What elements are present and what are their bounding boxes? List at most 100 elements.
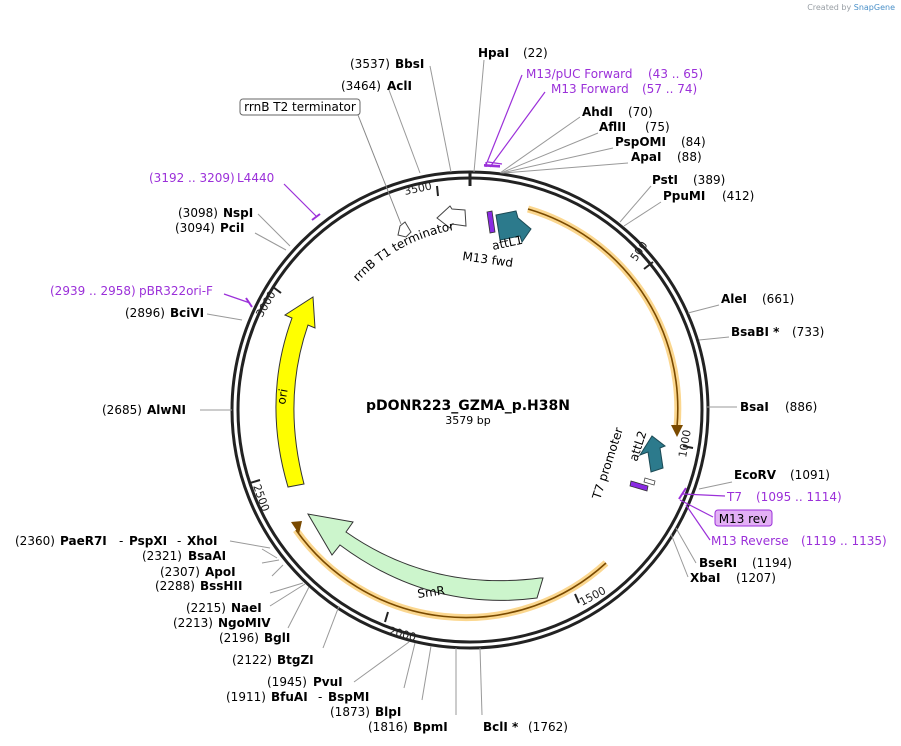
primer-t7-name[interactable]: T7 <box>726 490 742 504</box>
t7-marker <box>643 477 656 486</box>
t7-promoter-label: T7 promoter <box>589 426 626 502</box>
attl2-feature <box>638 435 667 473</box>
tick-label-2000: 2000 <box>387 624 417 644</box>
site-ahdi-pos: (70) <box>628 105 653 119</box>
site-bcivi-name[interactable]: BciVI <box>170 306 204 320</box>
site-paer7i-pos: (2360) <box>15 534 55 548</box>
site-acli-name[interactable]: AclI <box>387 79 412 93</box>
m13-rev-label: M13 rev <box>719 512 768 526</box>
site-dash-2: - <box>119 534 123 548</box>
site-bcli-pos: (1762) <box>528 720 568 734</box>
site-bsabi-name[interactable]: BsaBI * <box>731 325 780 339</box>
scale-ticks <box>249 185 694 623</box>
site-ahdi-name[interactable]: AhdI <box>582 105 613 119</box>
rrnb-t2-box <box>239 98 361 116</box>
site-bpmi-pos: (1816) <box>368 720 408 734</box>
site-apoi-name[interactable]: ApoI <box>205 565 236 579</box>
site-bsaai-name[interactable]: BsaAI <box>188 549 226 563</box>
site-naei-name[interactable]: NaeI <box>231 601 262 615</box>
m13-fwd-label: M13 fwd <box>462 249 514 270</box>
site-bgli-pos: (2196) <box>219 631 259 645</box>
primer-m13puc-range: (43 .. 65) <box>648 67 703 81</box>
site-nspi-pos: (3098) <box>178 206 218 220</box>
site-ecorv-name[interactable]: EcoRV <box>734 468 777 482</box>
tick-label-3500: 3500 <box>403 179 433 198</box>
site-btgzi-name[interactable]: BtgZI <box>277 653 314 667</box>
site-bgli-name[interactable]: BglI <box>264 631 290 645</box>
primer-pbr322-range: (2939 .. 2958) <box>50 284 136 298</box>
primer-m13rev-range: (1119 .. 1135) <box>801 534 887 548</box>
orf-arc-top-arrowhead <box>671 425 683 437</box>
plasmid-length: 3579 bp <box>445 414 490 427</box>
site-ngomiv-name[interactable]: NgoMIV <box>218 616 271 630</box>
attl1-label: attL1 <box>491 233 524 253</box>
plasmid-name: pDONR223_GZMA_p.H38N <box>366 398 570 414</box>
ori-feature <box>275 296 316 488</box>
site-pcii-name[interactable]: PciI <box>220 221 245 235</box>
site-dash-1: - <box>318 690 322 704</box>
site-blpi-name[interactable]: BlpI <box>375 705 401 719</box>
smr-feature <box>307 513 544 601</box>
primer-m13rev-name[interactable]: M13 Reverse <box>711 534 789 548</box>
rrnb-t2-label: rrnB T2 terminator <box>244 100 356 114</box>
m13-rev-box[interactable] <box>714 509 773 527</box>
site-apai-name[interactable]: ApaI <box>631 150 661 164</box>
tick-label-1000: 1000 <box>676 429 694 459</box>
site-psti-name[interactable]: PstI <box>652 173 678 187</box>
site-bpmi-name[interactable]: BpmI <box>413 720 448 734</box>
site-pvui-name[interactable]: PvuI <box>313 675 343 689</box>
site-naei-pos: (2215) <box>186 601 226 615</box>
m13-fwd-feature <box>486 210 496 234</box>
credit-brand: SnapGene <box>853 3 895 12</box>
site-bseri-name[interactable]: BseRI <box>699 556 737 570</box>
snapgene-credit: Created by SnapGene <box>807 3 895 12</box>
primer-l4440-range: (3192 .. 3209) <box>149 171 235 185</box>
site-xbai-pos: (1207) <box>736 571 776 585</box>
primer-m13puc-name[interactable]: M13/pUC Forward <box>526 67 633 81</box>
site-bsai-pos: (886) <box>785 400 817 414</box>
site-hpai-name[interactable]: HpaI <box>478 46 509 60</box>
site-nspi-name[interactable]: NspI <box>223 206 253 220</box>
site-pcii-pos: (3094) <box>175 221 215 235</box>
site-leaders <box>200 59 737 716</box>
site-pvui-pos: (1945) <box>267 675 307 689</box>
site-dash-3: - <box>177 534 181 548</box>
site-ngomiv-pos: (2213) <box>173 616 213 630</box>
site-pspomi-name[interactable]: PspOMI <box>615 135 666 149</box>
orf-arc-top <box>527 208 679 428</box>
rrnb-t2-leader <box>357 114 402 225</box>
site-bsaai-pos: (2321) <box>142 549 182 563</box>
tick-label-1500: 1500 <box>577 584 608 609</box>
site-bfuai-name[interactable]: BfuAI <box>271 690 308 704</box>
site-paer7i-name[interactable]: PaeR7I <box>60 534 107 548</box>
site-pspomi-pos: (84) <box>681 135 706 149</box>
primer-pbr322-name[interactable]: pBR322ori-F <box>139 284 213 298</box>
site-aflii-name[interactable]: AflII <box>599 120 626 134</box>
site-pspxi-name[interactable]: PspXI <box>129 534 167 548</box>
site-apoi-pos: (2307) <box>160 565 200 579</box>
site-alwni-name[interactable]: AlwNI <box>147 403 186 417</box>
site-bspmi-name[interactable]: BspMI <box>328 690 369 704</box>
rrnb-t1-feature <box>436 205 467 229</box>
site-xhoi-name[interactable]: XhoI <box>187 534 218 548</box>
site-bbsi-name[interactable]: BbsI <box>395 57 424 71</box>
site-blpi-pos: (1873) <box>330 705 370 719</box>
site-bcivi-pos: (2896) <box>125 306 165 320</box>
site-alwni-pos: (2685) <box>102 403 142 417</box>
orf-arc-bottom-arrowhead <box>291 521 302 534</box>
site-bsshii-name[interactable]: BssHII <box>200 579 242 593</box>
site-bseri-pos: (1194) <box>752 556 792 570</box>
primer-m13fwd-name[interactable]: M13 Forward <box>551 82 629 96</box>
site-alei-name[interactable]: AleI <box>721 292 747 306</box>
ori-label: ori <box>274 388 290 406</box>
site-bsabi-pos: (733) <box>792 325 824 339</box>
site-xbai-name[interactable]: XbaI <box>690 571 720 585</box>
site-bsshii-pos: (2288) <box>155 579 195 593</box>
site-psti-pos: (389) <box>693 173 725 187</box>
site-bsai-name[interactable]: BsaI <box>740 400 769 414</box>
site-ppumi-name[interactable]: PpuMI <box>663 189 705 203</box>
site-bcli-name[interactable]: BclI * <box>483 720 519 734</box>
rrnb-t2-feature <box>397 221 412 238</box>
site-bfuai-pos: (1911) <box>226 690 266 704</box>
primer-l4440-name[interactable]: L4440 <box>237 171 274 185</box>
